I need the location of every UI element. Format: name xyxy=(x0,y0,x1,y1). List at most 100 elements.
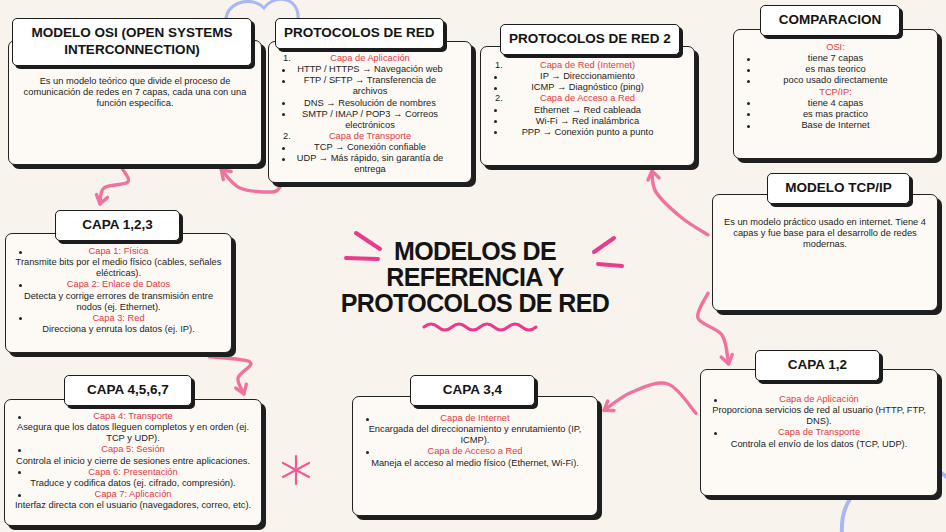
layer-name: Capa de Aplicación xyxy=(779,394,859,404)
list-item: tiene 4 capas xyxy=(742,98,929,109)
list-item: ICMP → Diagnóstico (ping) xyxy=(489,82,686,93)
asterisk-mark xyxy=(283,456,309,484)
diagram-title: MODELOS DE REFERENCIA Y PROTOCOLOS DE RE… xyxy=(325,238,625,316)
item-text: Wi-Fi → Red inalámbrica xyxy=(536,116,639,126)
bullet-dot xyxy=(282,69,285,72)
list-item: Proporciona servicios de red al usuario … xyxy=(709,405,929,427)
layer-heading: Capa 5: Sesión xyxy=(13,444,253,455)
card-heading-box: CAPA 1,2 xyxy=(755,350,880,381)
list-item: es mas practico xyxy=(742,109,929,120)
layer-heading: Capa de Transporte xyxy=(277,131,463,142)
layer-name: Capa 6: Presentación xyxy=(88,467,177,477)
bullet-dot xyxy=(18,416,21,419)
numbered-row: 1. Capa de Aplicación xyxy=(277,53,463,64)
arrow-head xyxy=(604,401,614,411)
list-item: Controla el envío de los datos (TCP, UDP… xyxy=(709,439,929,450)
layer-name: TCP/IP: xyxy=(819,87,852,97)
bullet-dot xyxy=(18,449,21,452)
list-item: Traduce y codifica datos (ej. cifrado, c… xyxy=(13,478,253,489)
layer-heading: Capa 2: Enlace de Datos xyxy=(14,279,223,290)
bullet-dot xyxy=(494,120,497,123)
heading-text: CAPA 4,5,6,7 xyxy=(87,382,169,397)
list-item: es mas teorico xyxy=(742,64,929,75)
list-item: Asegura que los datos lleguen completos … xyxy=(13,422,253,444)
layer-heading: TCP/IP: xyxy=(742,87,929,98)
layer-name: Capa de Acceso a Red xyxy=(427,446,522,456)
card-heading-box: CAPA 3,4 xyxy=(410,375,535,406)
arrow-head xyxy=(721,355,732,364)
mind-map-card: CAPA 4,5,6,7Capa 4: TransporteAsegura qu… xyxy=(4,375,262,526)
item-text: UDP → Más rápido, sin garantía de entreg… xyxy=(297,153,444,174)
bullet-dot xyxy=(747,113,750,116)
layer-name: OSI: xyxy=(826,42,845,52)
heading-text: PROTOCOLOS DE RED xyxy=(284,25,435,40)
layer-heading: Capa 6: Presentación xyxy=(13,467,253,478)
connector-arrow xyxy=(648,171,708,235)
bullet-dot xyxy=(18,494,21,497)
list-item: HTTP / HTTPS → Navegación web xyxy=(277,64,463,75)
mind-map-card: CAPA 1,2,3Capa 1: FísicaTransmite bits p… xyxy=(5,210,232,353)
list-item: Maneja el acceso al medio físico (Ethern… xyxy=(361,458,589,469)
heading-text: CAPA 1,2,3 xyxy=(82,217,153,232)
arrow-head xyxy=(648,171,659,180)
list-item: Encargada del direccionamiento y enrutam… xyxy=(361,424,589,446)
heading-text: PROTOCOLOS DE RED 2 xyxy=(509,31,671,46)
layer-name: Capa de Aplicación xyxy=(330,53,410,63)
list-item: poco usado directamente xyxy=(742,75,929,86)
layer-heading: Capa 7: Aplicación xyxy=(13,489,253,500)
item-text: ICMP → Diagnóstico (ping) xyxy=(531,82,643,92)
bullet-dot xyxy=(282,113,285,116)
item-text: Detecta y corrige errores de transmisión… xyxy=(24,291,213,312)
card-heading-box: PROTOCOLOS DE RED xyxy=(275,18,444,49)
bullet-dot xyxy=(282,102,285,105)
wavy-underline xyxy=(424,324,536,330)
layer-heading: Capa de Red (Internet) xyxy=(489,60,686,71)
item-text: TCP → Conexión confiable xyxy=(314,142,426,152)
card-heading-box: COMPARACION xyxy=(760,5,900,36)
numbered-row: 2.Capa de Acceso a Red xyxy=(489,93,686,104)
layer-heading: Capa 3: Red xyxy=(14,313,223,324)
bullet-dot xyxy=(19,284,22,287)
mind-map-card: CAPA 1,2Capa de AplicaciónProporciona se… xyxy=(700,350,938,496)
list-item: FTP / SFTP → Transferencia de archivos xyxy=(277,75,463,97)
layer-name: Capa 4: Transporte xyxy=(93,411,173,421)
layer-heading: Capa de Acceso a Red xyxy=(489,93,686,104)
mind-map-card: PROTOCOLOS DE RED 21.Capa de Red (Intern… xyxy=(480,24,695,166)
layer-name: Capa 2: Enlace de Datos xyxy=(67,279,170,289)
bullet-dot xyxy=(282,158,285,161)
item-text: HTTP / HTTPS → Navegación web xyxy=(297,64,443,74)
card-heading-box: MODELO OSI (OPEN SYSTEMS INTERCONNECTION… xyxy=(12,18,252,66)
heading-text: MODELO OSI (OPEN SYSTEMS INTERCONNECTION… xyxy=(31,25,232,57)
layer-heading: Capa 1: Física xyxy=(14,246,223,257)
item-text: Direcciona y enruta los datos (ej. IP). xyxy=(42,324,194,334)
layer-heading: Capa 4: Transporte xyxy=(13,411,253,422)
bullet-dot xyxy=(19,317,22,320)
item-text: Es un modelo teórico que divide el proce… xyxy=(24,76,247,108)
arrow-head xyxy=(236,384,247,394)
item-text: es mas teorico xyxy=(805,64,865,74)
list-item: Controla el inicio y cierre de sesiones … xyxy=(13,456,253,467)
bullet-dot xyxy=(19,251,22,254)
mind-map-card: MODELO TCP/IPEs un modelo práctico usado… xyxy=(712,173,938,311)
connector-arrow xyxy=(209,357,251,394)
card-heading-box: CAPA 4,5,6,7 xyxy=(64,375,192,406)
mind-map-card: PROTOCOLOS DE RED 1. Capa de AplicaciónHTT… xyxy=(268,18,472,183)
item-text: Asegura que los datos lleguen completos … xyxy=(17,422,249,443)
layer-name: Capa de Red (Internet) xyxy=(540,60,635,70)
bullet-dot xyxy=(747,102,750,105)
list-item: Transmite bits por el medio físico (cabl… xyxy=(14,257,223,279)
list-item: Interfaz directa con el usuario (navegad… xyxy=(13,500,253,511)
card-heading-box: CAPA 1,2,3 xyxy=(55,210,180,241)
list-number: 1. xyxy=(283,53,291,64)
arrow-head xyxy=(97,195,108,204)
card-body: 1.Capa de Red (Internet)IP → Direccionam… xyxy=(480,46,695,166)
numbered-row: 2.Capa de Transporte xyxy=(277,131,463,142)
item-text: Maneja el acceso al medio físico (Ethern… xyxy=(371,458,579,468)
bullet-dot xyxy=(494,131,497,134)
list-item: Es un modelo práctico usado en internet.… xyxy=(721,217,929,250)
list-item: TCP → Conexión confiable xyxy=(277,142,463,153)
layer-heading: Capa de Aplicación xyxy=(709,394,929,405)
mind-map-card: COMPARACIONOSI:tiene 7 capases mas teori… xyxy=(733,5,938,159)
card-body: Capa 4: TransporteAsegura que los datos … xyxy=(4,399,262,526)
